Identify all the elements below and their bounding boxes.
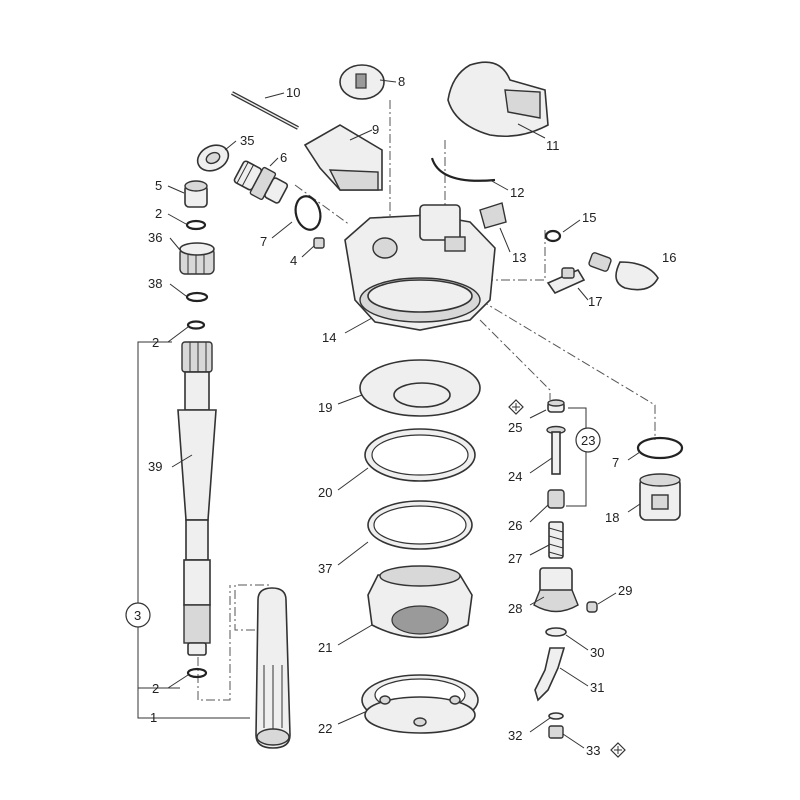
part-16-lamp	[588, 252, 659, 291]
label-25: 25	[508, 420, 522, 435]
part-18-valve	[639, 473, 681, 521]
part-35-washer	[196, 144, 230, 172]
label-26: 26	[508, 518, 522, 533]
part-11-hood	[447, 61, 549, 138]
part-25-cap	[547, 399, 565, 413]
label-33: 33	[586, 743, 600, 758]
part-4-screw	[313, 237, 325, 249]
part-39-wand	[177, 341, 217, 656]
part-38-oring	[185, 291, 209, 303]
part-30-washer	[545, 627, 567, 637]
diamond-cross-icon	[610, 742, 626, 758]
part-7-oring-left	[294, 195, 322, 231]
label-31: 31	[590, 680, 604, 695]
part-37-gasket	[367, 500, 473, 550]
part-2-oring-top	[185, 219, 207, 231]
label-23: 23	[581, 433, 595, 448]
part-21-cap	[367, 565, 473, 639]
part-29-plug	[586, 601, 598, 613]
label-7-left: 7	[260, 234, 267, 249]
label-10: 10	[286, 85, 300, 100]
part-14-housing	[344, 204, 496, 331]
label-11: 11	[546, 138, 560, 153]
part-20-gasket	[364, 428, 476, 482]
label-4: 4	[290, 253, 297, 268]
label-24: 24	[508, 469, 522, 484]
label-18: 18	[605, 510, 619, 525]
callout-23-circle	[575, 427, 601, 453]
part-28-body	[533, 567, 579, 613]
part-17-plug	[546, 267, 586, 295]
label-3: 3	[134, 608, 141, 623]
label-13: 13	[512, 250, 526, 265]
label-12: 12	[510, 185, 524, 200]
part-32-washer	[548, 712, 564, 720]
part-9-shield	[303, 124, 383, 191]
label-36: 36	[148, 230, 162, 245]
label-21: 21	[318, 640, 332, 655]
part-19-diaphragm	[359, 359, 481, 417]
part-36-nut	[179, 242, 215, 275]
label-15: 15	[582, 210, 596, 225]
label-2-bottom: 2	[152, 681, 159, 696]
label-6: 6	[280, 150, 287, 165]
part-10-rod	[231, 91, 299, 130]
label-2-mid: 2	[152, 335, 159, 350]
label-35: 35	[240, 133, 254, 148]
part-24-stem	[546, 425, 566, 475]
part-5-fitting	[184, 180, 208, 208]
label-32: 32	[508, 728, 522, 743]
label-28: 28	[508, 601, 522, 616]
label-8: 8	[398, 74, 405, 89]
part-22-ring	[361, 674, 479, 734]
label-29: 29	[618, 583, 632, 598]
label-16: 16	[662, 250, 676, 265]
part-7-oring-right	[636, 436, 684, 460]
part-1-grip	[255, 587, 291, 749]
label-30: 30	[590, 645, 604, 660]
label-20: 20	[318, 485, 332, 500]
diamond-cross-icon	[508, 399, 524, 415]
part-2-oring-bottom	[186, 667, 208, 679]
part-8-disc	[339, 64, 385, 100]
part-15-oring	[544, 229, 562, 243]
label-5: 5	[155, 178, 162, 193]
label-1: 1	[150, 710, 157, 725]
label-17: 17	[588, 294, 602, 309]
label-14: 14	[322, 330, 336, 345]
label-7-right: 7	[612, 455, 619, 470]
part-6-connector	[233, 160, 289, 204]
part-13-pad	[479, 202, 507, 229]
label-38: 38	[148, 276, 162, 291]
label-9: 9	[372, 122, 379, 137]
part-labels: 10 35 5 6 2 36 7 4 38 2 39 3 2 1 8 9 11 …	[134, 74, 676, 758]
part-2-oring-mid	[186, 320, 206, 330]
part-31-lever	[534, 647, 566, 702]
leader-lines	[167, 79, 641, 749]
label-2-top: 2	[155, 206, 162, 221]
left-bracket	[137, 341, 250, 719]
label-19: 19	[318, 400, 332, 415]
part-27-spring	[548, 521, 564, 559]
callout-3-circle	[125, 602, 151, 628]
part-33-nut	[548, 725, 564, 739]
label-37: 37	[318, 561, 332, 576]
part-12-clip	[430, 157, 496, 182]
label-39: 39	[148, 459, 162, 474]
part-26-nut	[547, 489, 565, 509]
label-22: 22	[318, 721, 332, 736]
label-27: 27	[508, 551, 522, 566]
